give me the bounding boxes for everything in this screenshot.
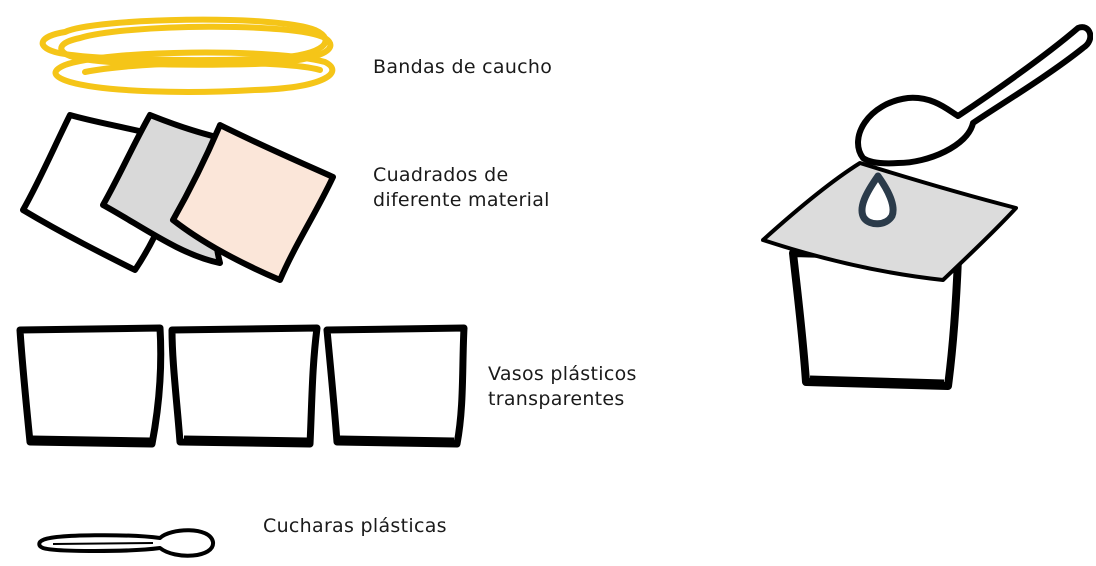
- cup-covered-with-material-and-spoon-drop-icon: [761, 24, 1093, 390]
- cups-label: Vasos plásticos transparentes: [488, 362, 637, 412]
- squares-label-line-1: Cuadrados de: [373, 164, 509, 186]
- squares-label: Cuadrados de diferente material: [373, 163, 550, 213]
- rubber-bands-label: Bandas de caucho: [373, 56, 553, 78]
- plastic-cups-icon: [16, 324, 468, 448]
- material-squares-icon: [20, 112, 336, 283]
- squares-label-line-2: diferente material: [373, 189, 550, 211]
- spoons-label: Cucharas plásticas: [263, 515, 447, 537]
- cups-label-line-2: transparentes: [488, 388, 625, 410]
- cups-label-line-1: Vasos plásticos: [488, 363, 637, 385]
- rubber-bands-icon: [39, 16, 336, 95]
- plastic-spoon-icon: [37, 528, 215, 558]
